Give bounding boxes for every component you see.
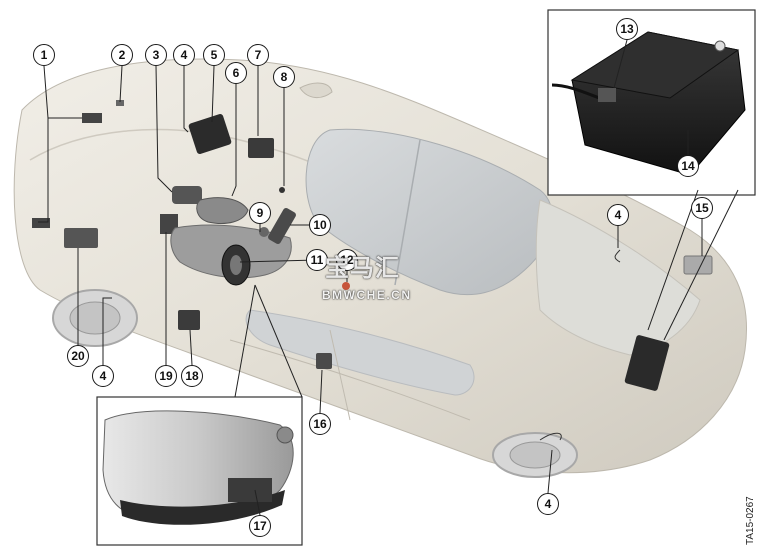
callout-4-rear-top: 4	[607, 204, 629, 226]
component-7	[248, 138, 274, 158]
callout-13: 13	[616, 18, 638, 40]
callout-15: 15	[691, 197, 713, 219]
component-10	[268, 208, 296, 244]
component-15	[683, 255, 713, 275]
rear-cable	[614, 249, 621, 263]
callout-6: 6	[225, 62, 247, 84]
component-12	[342, 282, 350, 290]
component-16	[316, 353, 332, 369]
callout-3: 3	[145, 44, 167, 66]
callout-16: 16	[309, 413, 331, 435]
callout-1: 1	[33, 44, 55, 66]
side-windows	[245, 309, 475, 396]
car-body	[13, 58, 748, 474]
callout-12: 12	[336, 249, 358, 271]
component-9	[259, 227, 269, 237]
callout-5: 5	[203, 44, 225, 66]
callout-20: 20	[67, 345, 89, 367]
callout-7: 7	[247, 44, 269, 66]
rear-glass	[535, 199, 701, 356]
callout-14: 14	[677, 155, 699, 177]
dme-control-unit	[188, 114, 232, 154]
starter-motor	[172, 186, 202, 204]
component-1b	[32, 218, 50, 228]
trunk-battery	[624, 335, 670, 391]
component-18	[178, 310, 200, 330]
callout-4-rear-bottom: 4	[537, 493, 559, 515]
component-2	[116, 100, 124, 106]
callout-17: 17	[249, 515, 271, 537]
side-mirror	[299, 82, 333, 98]
callout-9: 9	[249, 202, 271, 224]
wire-4-rear	[539, 432, 562, 441]
intake-component	[160, 214, 178, 234]
callout-2: 2	[111, 44, 133, 66]
callout-19: 19	[155, 365, 177, 387]
component-8	[279, 187, 285, 193]
callout-4: 4	[173, 44, 195, 66]
component-20	[64, 228, 98, 248]
callout-11: 11	[306, 249, 328, 271]
callout-8: 8	[273, 66, 295, 88]
document-code: TA15-0267	[745, 496, 756, 545]
callout-18: 18	[181, 365, 203, 387]
alternator-assembly	[196, 197, 249, 224]
callout-10: 10	[309, 214, 331, 236]
watermark-subtitle: BMWCHE.CN	[322, 288, 412, 302]
mechatronics-module	[228, 478, 272, 502]
watermark-title: 宝马汇	[325, 254, 400, 282]
callout-4-front-bottom: 4	[92, 365, 114, 387]
component-1a	[82, 113, 102, 123]
